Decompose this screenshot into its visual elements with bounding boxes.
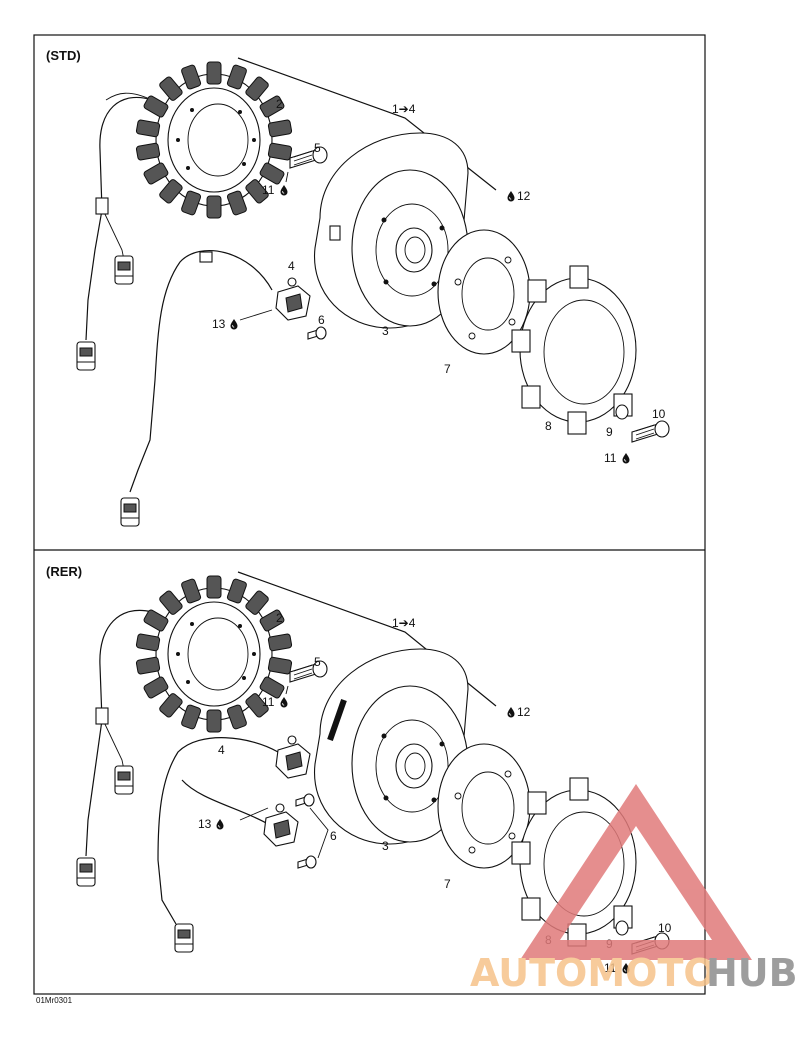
watermark-text-right: HUB <box>706 951 798 995</box>
label-bolt: 10 <box>658 921 672 935</box>
sensor-connector <box>174 923 194 953</box>
label-stator: 2 <box>276 97 283 111</box>
harness-sleeve <box>95 197 109 215</box>
section-title: (RER) <box>46 564 82 579</box>
label-washer: 7 <box>444 362 451 376</box>
drop-icon <box>507 190 515 202</box>
label-lube-12: 12 <box>517 189 531 203</box>
stator-connector-1 <box>114 765 134 795</box>
stator-harness <box>85 609 153 857</box>
bolt-part <box>631 420 670 443</box>
diagram-frame <box>33 34 706 995</box>
drop-icon <box>230 318 238 330</box>
label-screw-sensor: 6 <box>318 313 325 327</box>
sensor-screw <box>307 326 327 340</box>
sensor-harness <box>129 249 273 493</box>
sensor-part <box>275 735 311 779</box>
label-assembly: 1➔4 <box>392 102 416 116</box>
section-std: (STD) 1➔4 2 5 11 3 12 7 8 9 <box>46 48 670 527</box>
label-torque-a: 11 <box>262 183 275 197</box>
stator-connector-1 <box>114 255 134 285</box>
drop-icon <box>216 818 224 830</box>
label-sensor: 4 <box>288 259 295 273</box>
stator-connector-2 <box>76 857 96 887</box>
section-title: (STD) <box>46 48 81 63</box>
sensor-connector <box>120 497 140 527</box>
stator-screw <box>289 146 328 169</box>
stator-screw <box>289 660 328 683</box>
lock-washer-part <box>615 404 629 420</box>
label-torque-a: 11 <box>262 695 275 709</box>
watermark-text-left: AUTOMOTO <box>470 951 716 995</box>
label-sensor: 4 <box>218 743 225 757</box>
drop-icon <box>280 184 288 196</box>
sensor-screw <box>297 855 317 869</box>
label-stator: 2 <box>276 611 283 625</box>
stator-harness <box>85 96 153 341</box>
drop-icon <box>507 706 515 718</box>
sensor-screw <box>295 793 315 807</box>
section-rer: (RER) 1➔4 2 5 11 3 12 7 8 9 10 11 <box>46 564 672 975</box>
label-rotor: 3 <box>382 839 389 853</box>
label-lube-13: 13 <box>212 317 226 331</box>
sensor-part <box>263 803 299 847</box>
stator-connector-2 <box>76 341 96 371</box>
label-assembly: 1➔4 <box>392 616 416 630</box>
label-torque-b: 11 <box>604 961 617 975</box>
sensor-harness <box>157 737 279 925</box>
ring-gear-part <box>511 777 637 947</box>
watermark-triangle <box>520 784 752 960</box>
footer-code: 01Mr0301 <box>36 996 73 1005</box>
label-rotor: 3 <box>382 324 389 338</box>
label-screw-sensor: 6 <box>330 829 337 843</box>
label-screw-stator: 5 <box>314 141 321 155</box>
label-lube-12: 12 <box>517 705 531 719</box>
sensor-part <box>275 277 311 321</box>
drop-icon <box>622 452 630 464</box>
label-washer: 7 <box>444 877 451 891</box>
label-bolt: 10 <box>652 407 666 421</box>
label-lube-13: 13 <box>198 817 212 831</box>
label-torque-b: 11 <box>604 451 617 465</box>
watermark-logo: AUTOMOTO HUB <box>470 784 798 995</box>
label-ring-gear: 8 <box>545 419 552 433</box>
lock-washer-part <box>615 920 629 936</box>
label-lock-washer: 9 <box>606 425 613 439</box>
harness-sleeve <box>95 707 109 725</box>
label-screw-stator: 5 <box>314 655 321 669</box>
drop-icon <box>280 696 288 708</box>
